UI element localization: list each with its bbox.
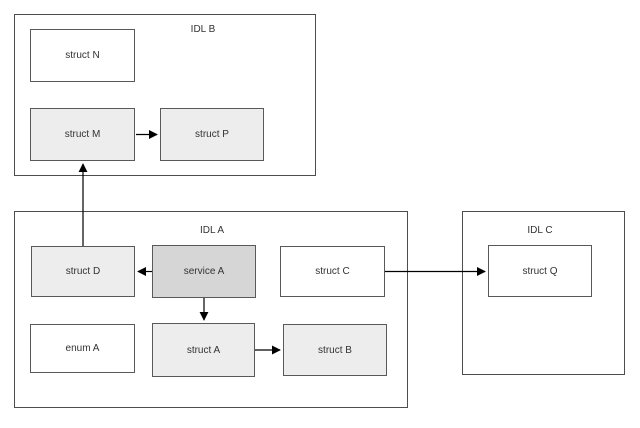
node-enum-a: enum A	[30, 324, 135, 373]
container-idl-a-label: IDL A	[199, 225, 225, 236]
container-idl-b-label: IDL B	[190, 24, 216, 35]
node-struct-q: struct Q	[488, 245, 592, 297]
node-struct-d: struct D	[31, 246, 135, 297]
container-idl-a: IDL A	[14, 211, 408, 408]
node-struct-m: struct M	[30, 108, 135, 161]
node-struct-n: struct N	[30, 29, 135, 82]
node-service-a: service A	[152, 245, 256, 298]
container-idl-c-label: IDL C	[527, 225, 553, 236]
node-struct-p: struct P	[160, 108, 264, 161]
container-idl-c: IDL C	[462, 211, 625, 375]
node-struct-b: struct B	[283, 324, 387, 376]
node-struct-c: struct C	[280, 246, 385, 297]
container-idl-b: IDL B	[14, 14, 316, 176]
node-struct-a: struct A	[152, 323, 255, 377]
